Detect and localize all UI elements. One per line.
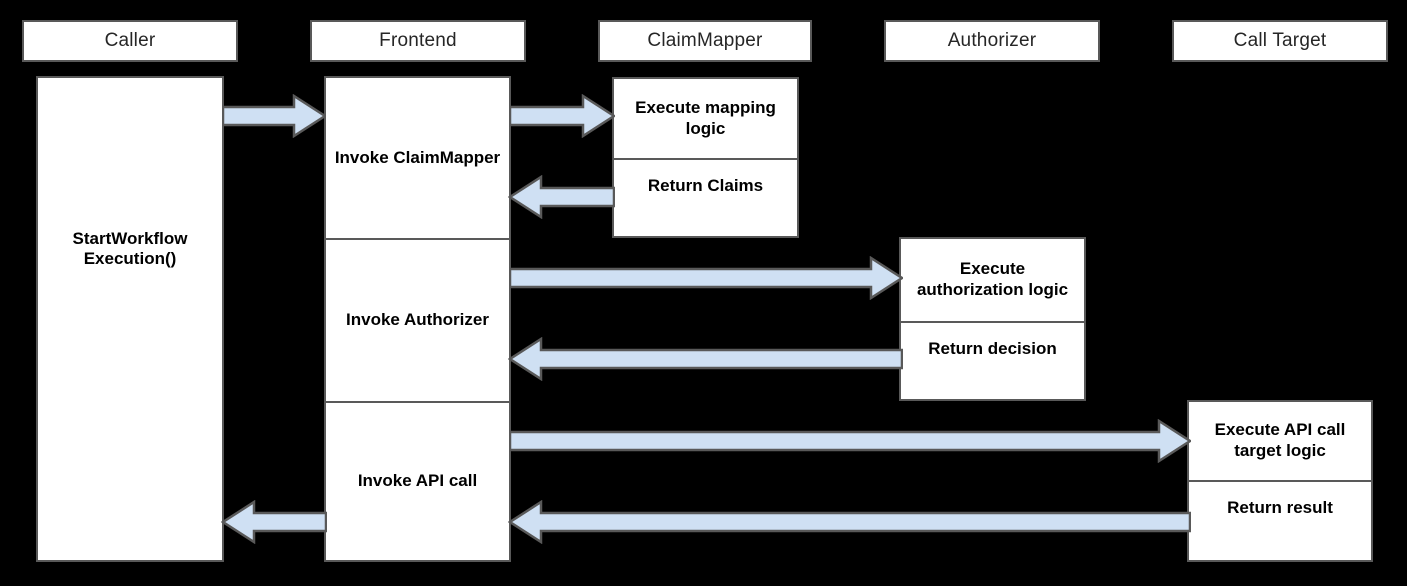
- lane-header-claimmapper-label: ClaimMapper: [647, 30, 763, 51]
- message-arrow-authorizer-to-frontend[interactable]: [508, 337, 903, 381]
- lane-header-frontend: Frontend: [310, 20, 526, 62]
- lane-header-calltarget: Call Target: [1172, 20, 1388, 62]
- activation-cell-caller-start-workflow: StartWorkflow Execution(): [72, 228, 188, 269]
- activation-cell-caller-spacer: [38, 288, 222, 560]
- activation-calltarget: Execute API call target logic Return res…: [1187, 400, 1373, 562]
- activation-authorizer: Execute authorization logic Return decis…: [899, 237, 1086, 401]
- lane-header-caller-label: Caller: [104, 30, 156, 51]
- message-arrow-frontend-to-calltarget[interactable]: [509, 419, 1191, 463]
- activation-cell-calltarget-return-result: Return result: [1189, 480, 1371, 560]
- activation-cell-authorizer-return-decision: Return decision: [901, 321, 1084, 399]
- lane-header-claimmapper: ClaimMapper: [598, 20, 812, 62]
- message-arrow-calltarget-to-frontend[interactable]: [508, 500, 1191, 544]
- activation-frontend: Invoke ClaimMapper Invoke Authorizer Inv…: [324, 76, 511, 562]
- message-arrow-frontend-to-claimmapper[interactable]: [509, 94, 615, 138]
- activation-cell-calltarget-execute-api-call-target-logic: Execute API call target logic: [1214, 420, 1346, 460]
- lane-header-frontend-label: Frontend: [379, 30, 457, 51]
- lane-header-authorizer-label: Authorizer: [947, 30, 1037, 51]
- lane-header-authorizer: Authorizer: [884, 20, 1100, 62]
- activation-caller: StartWorkflow Execution(): [36, 76, 224, 562]
- message-arrow-frontend-to-caller[interactable]: [221, 500, 327, 544]
- lane-header-calltarget-label: Call Target: [1233, 30, 1327, 51]
- activation-cell-frontend-invoke-claimmapper: Invoke ClaimMapper: [334, 147, 501, 167]
- activation-cell-authorizer-execute-authorization-logic: Execute authorization logic: [916, 259, 1069, 299]
- lane-header-caller: Caller: [22, 20, 238, 62]
- message-arrow-frontend-to-authorizer[interactable]: [509, 256, 903, 300]
- message-arrow-caller-to-frontend[interactable]: [222, 94, 326, 138]
- activation-cell-frontend-invoke-api-call: Invoke API call: [326, 401, 509, 560]
- activation-cell-claimmapper-return-claims: Return Claims: [614, 158, 797, 236]
- activation-cell-claimmapper-execute-mapping-logic: Execute mapping logic: [635, 97, 776, 138]
- activation-claimmapper: Execute mapping logic Return Claims: [612, 77, 799, 238]
- message-arrow-claimmapper-to-frontend[interactable]: [508, 175, 615, 219]
- activation-cell-frontend-invoke-authorizer: Invoke Authorizer: [326, 238, 509, 401]
